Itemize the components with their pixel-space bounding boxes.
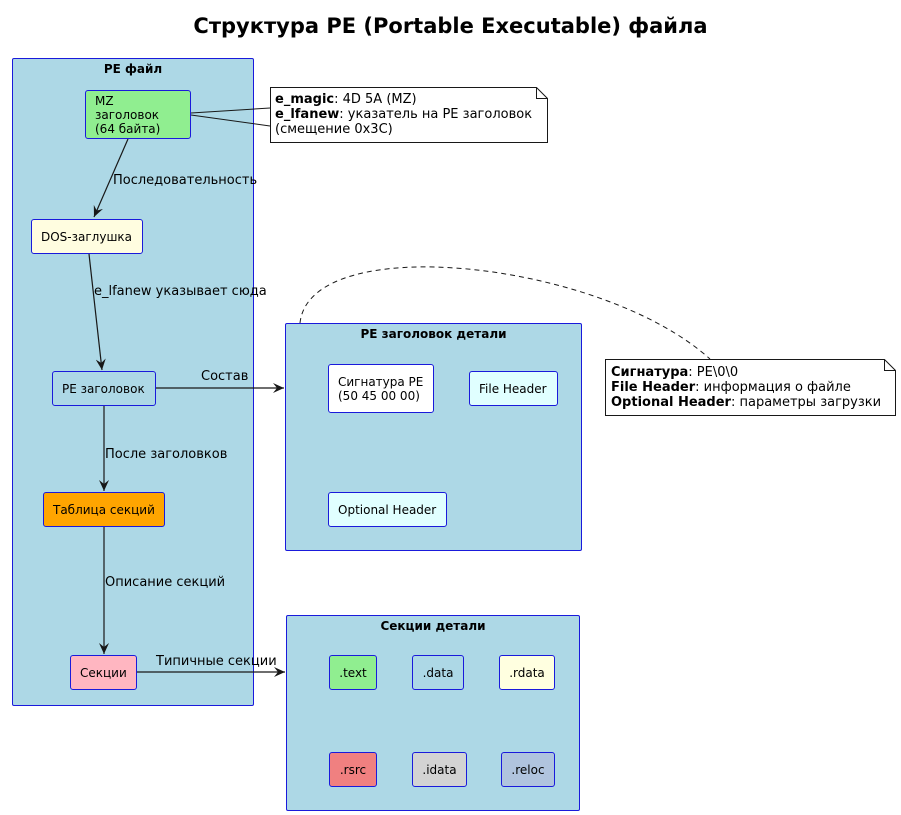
note-text: (смещение 0x3C) xyxy=(275,122,393,137)
note-row: e_magic: 4D 5A (MZ) xyxy=(275,92,532,107)
note-key: e_magic xyxy=(275,92,335,107)
node-section-text: .text xyxy=(329,655,377,690)
note-row: (смещение 0x3C) xyxy=(275,122,532,137)
edge-mz-to-dos xyxy=(93,138,129,218)
note-text: : указатель на PE заголовок xyxy=(339,107,533,122)
note-row: File Header: информация о файле xyxy=(611,380,881,395)
note-key: e_lfanew xyxy=(275,107,340,122)
node-label: .rdata xyxy=(509,665,545,680)
node-label: Optional Header xyxy=(338,502,437,517)
node-label: .reloc xyxy=(511,762,545,777)
node-pe-header: PE заголовок xyxy=(52,371,156,406)
node-label: .data xyxy=(422,665,454,680)
node-signature: Сигнатура PE (50 45 00 00) xyxy=(328,364,434,413)
note-row: Сигнатура: PE\0\0 xyxy=(611,365,881,380)
node-label: Таблица секций xyxy=(53,502,155,517)
node-label: .rsrc xyxy=(339,762,367,777)
edge-label-typical-sections: Типичные секции xyxy=(156,654,277,669)
note-pe-shape xyxy=(605,359,896,416)
node-label: PE заголовок xyxy=(62,381,145,396)
note-link-pe xyxy=(299,266,711,360)
node-optional-header: Optional Header xyxy=(328,492,447,527)
package-title: PE заголовок детали xyxy=(360,327,507,341)
note-row: Optional Header: параметры загрузки xyxy=(611,395,881,410)
note-row: e_lfanew: указатель на PE заголовок xyxy=(275,107,532,122)
note-text: : информация о файле xyxy=(695,380,851,395)
note-text: : PE\0\0 xyxy=(688,365,739,380)
edge-label-composition: Состав xyxy=(201,369,249,384)
package-title: PE файл xyxy=(103,62,163,76)
note-link-mz xyxy=(190,107,271,127)
note-key: Optional Header xyxy=(611,395,731,410)
node-section-table: Таблица секций xyxy=(43,492,165,527)
node-file-header: File Header xyxy=(469,371,558,406)
note-key: Сигнатура xyxy=(611,365,689,380)
node-label: DOS-заглушка xyxy=(41,229,133,244)
note-text: : параметры загрузки xyxy=(730,395,882,410)
note-text: : 4D 5A (MZ) xyxy=(334,92,417,107)
node-label: Сигнатура PE (50 45 00 00) xyxy=(338,374,424,403)
node-label: File Header xyxy=(479,381,547,396)
edge-label-sequence: Последовательность xyxy=(113,173,258,188)
node-section-reloc: .reloc xyxy=(501,752,555,787)
node-section-rsrc: .rsrc xyxy=(329,752,377,787)
node-label: .idata xyxy=(422,762,457,777)
node-label: Секции xyxy=(80,665,127,680)
node-section-data: .data xyxy=(412,655,464,690)
note-mz-shape xyxy=(270,87,548,143)
node-label: MZ заголовок (64 байта) xyxy=(95,93,161,136)
note-pe-header: Сигнатура: PE\0\0 File Header: информаци… xyxy=(611,365,881,410)
edge-dos-to-pe xyxy=(88,253,106,371)
node-label: .text xyxy=(339,665,367,680)
note-mz-header: e_magic: 4D 5A (MZ) e_lfanew: указатель … xyxy=(275,92,532,137)
node-dos-stub: DOS-заглушка xyxy=(31,219,143,254)
edge-label-e-lfanew: e_lfanew указывает сюда xyxy=(94,284,267,299)
diagram-title: Структура PE (Portable Executable) файла xyxy=(193,14,708,38)
note-key: File Header xyxy=(611,380,696,395)
node-mz-header: MZ заголовок (64 байта) xyxy=(85,90,191,139)
edge-label-after-headers: После заголовков xyxy=(105,447,228,462)
edge-label-sections-description: Описание секций xyxy=(105,575,226,590)
package-title: Секции детали xyxy=(380,619,486,633)
node-section-idata: .idata xyxy=(412,752,467,787)
node-section-rdata: .rdata xyxy=(499,655,555,690)
node-sections: Секции xyxy=(70,655,137,690)
